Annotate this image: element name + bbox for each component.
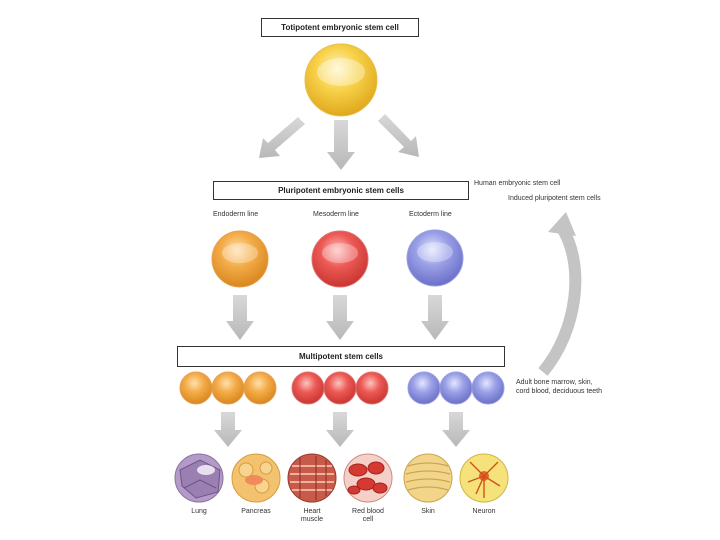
ipsc-note: Induced pluripotent stem cells	[508, 195, 601, 202]
totipotent-label-box: Totipotent embryonic stem cell	[261, 18, 419, 37]
pancreas-tissue	[231, 453, 281, 503]
neuron-label: Neuron	[472, 508, 496, 515]
ectoderm-cell	[406, 229, 464, 287]
pluripotent-label: Pluripotent embryonic stem cells	[278, 186, 404, 195]
red-blood-cell-tissue	[343, 453, 393, 503]
adult-sources-note-line1: Adult bone marrow, skin,	[516, 379, 593, 386]
ectoderm-line-label: Ectoderm line	[409, 211, 452, 218]
pluripotent-label-box: Pluripotent embryonic stem cells	[213, 181, 469, 200]
neuron-tissue	[459, 453, 509, 503]
heart-muscle-label: Heart muscle	[300, 508, 324, 523]
arrow-down-left	[259, 117, 305, 158]
endoderm-line-label: Endoderm line	[213, 211, 259, 218]
multipotent-ectoderm-cells	[407, 371, 505, 405]
arrows-to-tissues	[214, 412, 470, 447]
red-blood-cell-label: Red blood cell	[352, 508, 384, 523]
heart-muscle-tissue	[287, 453, 337, 503]
human-esc-note: Human embryonic stem cell	[474, 180, 561, 187]
skin-tissue	[403, 453, 453, 503]
arrow-down-right	[378, 114, 419, 157]
endoderm-cell	[211, 230, 269, 288]
arrows-to-multipotent	[226, 295, 449, 340]
lung-tissue	[174, 453, 224, 503]
pancreas-label: Pancreas	[241, 508, 271, 515]
reprogramming-arrow	[538, 212, 582, 376]
mesoderm-cell	[311, 230, 369, 288]
totipotent-label: Totipotent embryonic stem cell	[281, 23, 399, 32]
multipotent-endoderm-cells	[179, 371, 277, 405]
mesoderm-line-label: Mesoderm line	[313, 211, 359, 218]
multipotent-label-box: Multipotent stem cells	[177, 346, 505, 367]
multipotent-label: Multipotent stem cells	[298, 352, 383, 361]
skin-label: Skin	[421, 508, 435, 515]
arrow-down-center	[327, 120, 355, 170]
lung-label: Lung	[191, 508, 207, 515]
adult-sources-note-line2: cord blood, deciduous teeth	[516, 388, 603, 395]
totipotent-cell	[304, 43, 378, 117]
multipotent-mesoderm-cells	[291, 371, 389, 405]
